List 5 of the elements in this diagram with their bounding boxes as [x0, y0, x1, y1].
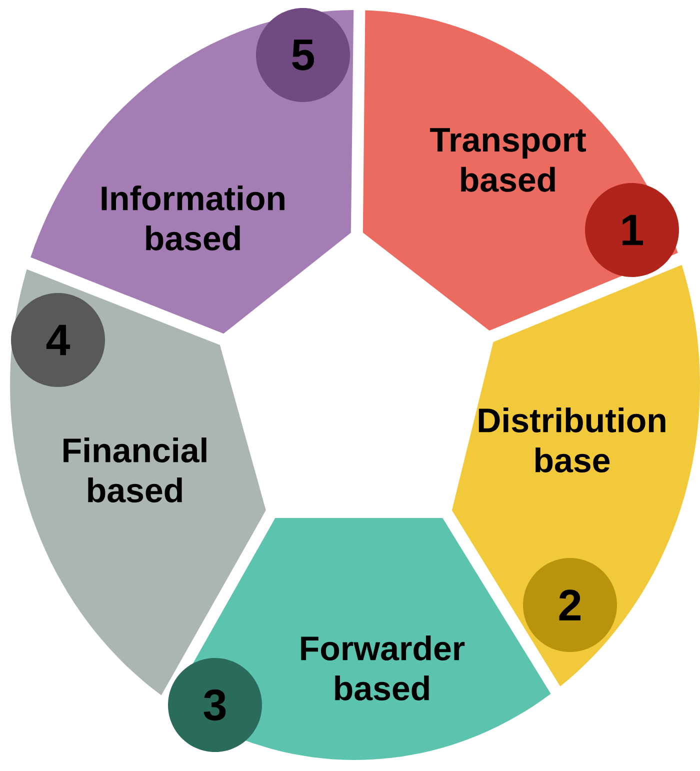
number-badge: 3: [168, 658, 262, 752]
number-badge: 4: [11, 293, 105, 387]
number-badge: 1: [585, 183, 679, 277]
number-badge: 2: [523, 558, 617, 652]
number-badge: 5: [256, 8, 350, 102]
